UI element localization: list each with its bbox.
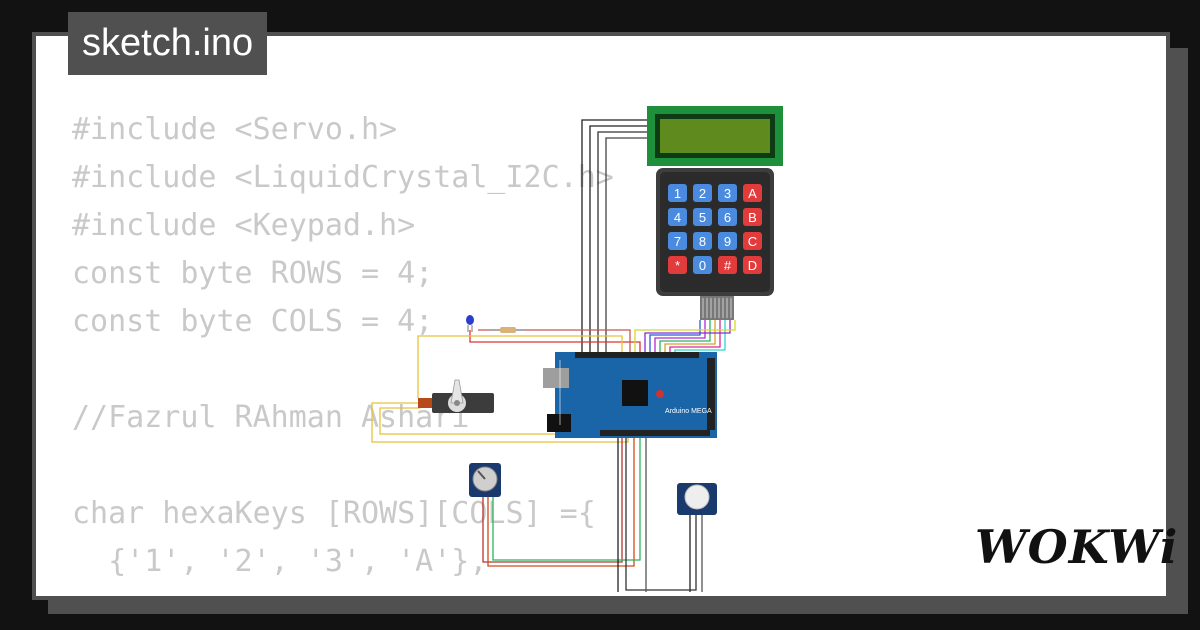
keypad-key-label: 4 bbox=[674, 210, 681, 225]
keypad-key[interactable] bbox=[668, 256, 687, 274]
keypad-key[interactable] bbox=[743, 208, 762, 226]
code-line: {'4', '5', '6', 'B'}, bbox=[72, 586, 614, 596]
keypad-key[interactable] bbox=[668, 232, 687, 250]
keypad-key-label: 7 bbox=[674, 234, 681, 249]
keypad-key[interactable] bbox=[693, 256, 712, 274]
wires bbox=[371, 119, 736, 592]
keypad-key[interactable] bbox=[668, 184, 687, 202]
keypad-key[interactable] bbox=[718, 184, 737, 202]
file-tab[interactable]: sketch.ino bbox=[68, 12, 268, 75]
keypad-key[interactable] bbox=[718, 208, 737, 226]
keypad-key-label: 2 bbox=[699, 186, 706, 201]
keypad-key-label: 9 bbox=[724, 234, 731, 249]
code-line: const byte COLS = 4; bbox=[72, 304, 434, 339]
keypad-key-label: D bbox=[748, 258, 757, 273]
arduino-mega-board[interactable]: Arduino MEGA bbox=[543, 352, 717, 438]
keypad-key[interactable] bbox=[693, 208, 712, 226]
potentiometer[interactable] bbox=[469, 463, 501, 497]
code-line: #include <LiquidCrystal_I2C.h> bbox=[72, 160, 614, 195]
lcd-display[interactable] bbox=[647, 106, 783, 166]
keypad-key[interactable] bbox=[668, 208, 687, 226]
keypad-key-label: 1 bbox=[674, 186, 681, 201]
keypad-key-label: * bbox=[675, 258, 680, 273]
keypad-key-label: B bbox=[748, 210, 757, 225]
reset-button[interactable] bbox=[656, 390, 664, 398]
keypad-key-label: # bbox=[724, 258, 732, 273]
keypad-key-label: C bbox=[748, 234, 757, 249]
keypad-key[interactable] bbox=[743, 232, 762, 250]
preview-card: #include <Servo.h> #include <LiquidCrysta… bbox=[32, 32, 1170, 600]
resistor[interactable] bbox=[490, 327, 525, 333]
keypad-key[interactable] bbox=[743, 184, 762, 202]
keypad-keys[interactable]: 1 2 3 A 4 5 6 B 7 8 9 C * 0 # D bbox=[668, 184, 762, 274]
pir-sensor[interactable] bbox=[677, 483, 717, 515]
wokwi-logo: WOKWi bbox=[975, 520, 1179, 574]
power-jack bbox=[547, 414, 571, 432]
code-line: const byte ROWS = 4; bbox=[72, 256, 434, 291]
servo-motor[interactable] bbox=[418, 379, 494, 413]
keypad-key[interactable] bbox=[743, 256, 762, 274]
keypad-key[interactable] bbox=[718, 256, 737, 274]
code-line: #include <Keypad.h> bbox=[72, 208, 416, 243]
keypad-key[interactable] bbox=[718, 232, 737, 250]
code-line: {'1', '2', '3', 'A'}, bbox=[72, 544, 488, 579]
code-editor: #include <Servo.h> #include <LiquidCrysta… bbox=[72, 106, 614, 596]
keypad[interactable]: 1 2 3 A 4 5 6 B 7 8 9 C * 0 # D bbox=[656, 168, 774, 320]
usb-port bbox=[543, 368, 569, 388]
led[interactable] bbox=[466, 315, 474, 332]
keypad-connector bbox=[700, 296, 734, 320]
keypad-key-label: A bbox=[748, 186, 757, 201]
keypad-key[interactable] bbox=[693, 232, 712, 250]
keypad-key-label: 0 bbox=[699, 258, 706, 273]
keypad-key-label: 5 bbox=[699, 210, 706, 225]
code-line: char hexaKeys [ROWS][COLS] ={ bbox=[72, 496, 596, 531]
code-line: //Fazrul RAhman Ashari bbox=[72, 400, 470, 435]
keypad-key-label: 8 bbox=[699, 234, 706, 249]
code-line: #include <Servo.h> bbox=[72, 112, 398, 147]
board-label: Arduino MEGA bbox=[665, 408, 712, 415]
keypad-key-label: 6 bbox=[724, 210, 731, 225]
chip bbox=[622, 380, 648, 406]
keypad-key-label: 3 bbox=[724, 186, 731, 201]
keypad-key[interactable] bbox=[693, 184, 712, 202]
